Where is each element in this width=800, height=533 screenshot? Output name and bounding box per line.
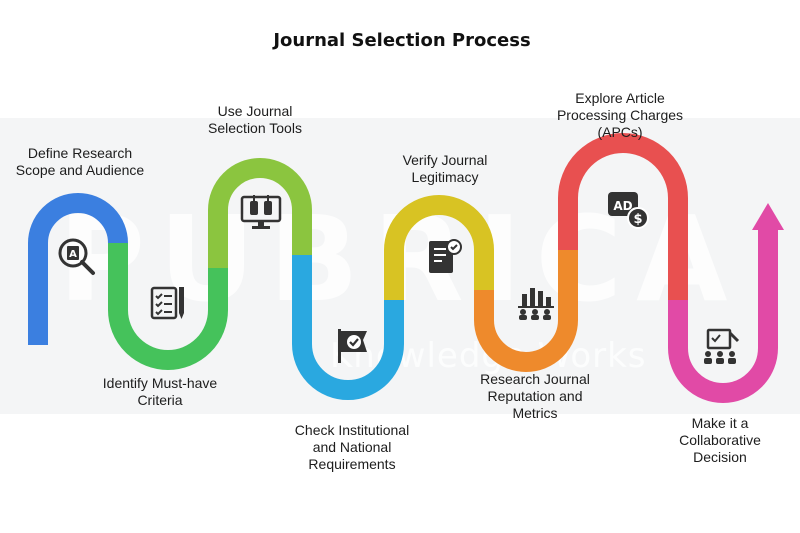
path-segment-lime	[208, 158, 312, 268]
path-segment-green	[108, 243, 228, 370]
path-segment-orange	[474, 250, 578, 372]
path-segment-yellow	[384, 195, 494, 300]
path-segment-red	[558, 133, 688, 300]
checklist-pen-icon	[150, 286, 184, 320]
path-segment-blue	[28, 193, 128, 345]
svg-text:A: A	[69, 249, 77, 260]
path-segment-pink	[668, 228, 778, 403]
arrow-head-icon	[752, 203, 784, 230]
page-title: Journal Selection Process	[273, 30, 531, 51]
svg-text:AD: AD	[613, 199, 632, 213]
bar-chart-team-icon	[518, 288, 554, 320]
verified-flag-icon	[338, 329, 367, 363]
checkbook-icon	[429, 239, 462, 273]
svg-text:$: $	[633, 212, 642, 227]
path-segment-cyan	[292, 255, 404, 400]
team-board-icon	[704, 328, 740, 364]
ad-dollar-icon: AD $	[608, 192, 649, 229]
computer-tools-icon	[240, 195, 282, 229]
magnifier-document-icon: A	[58, 238, 95, 275]
